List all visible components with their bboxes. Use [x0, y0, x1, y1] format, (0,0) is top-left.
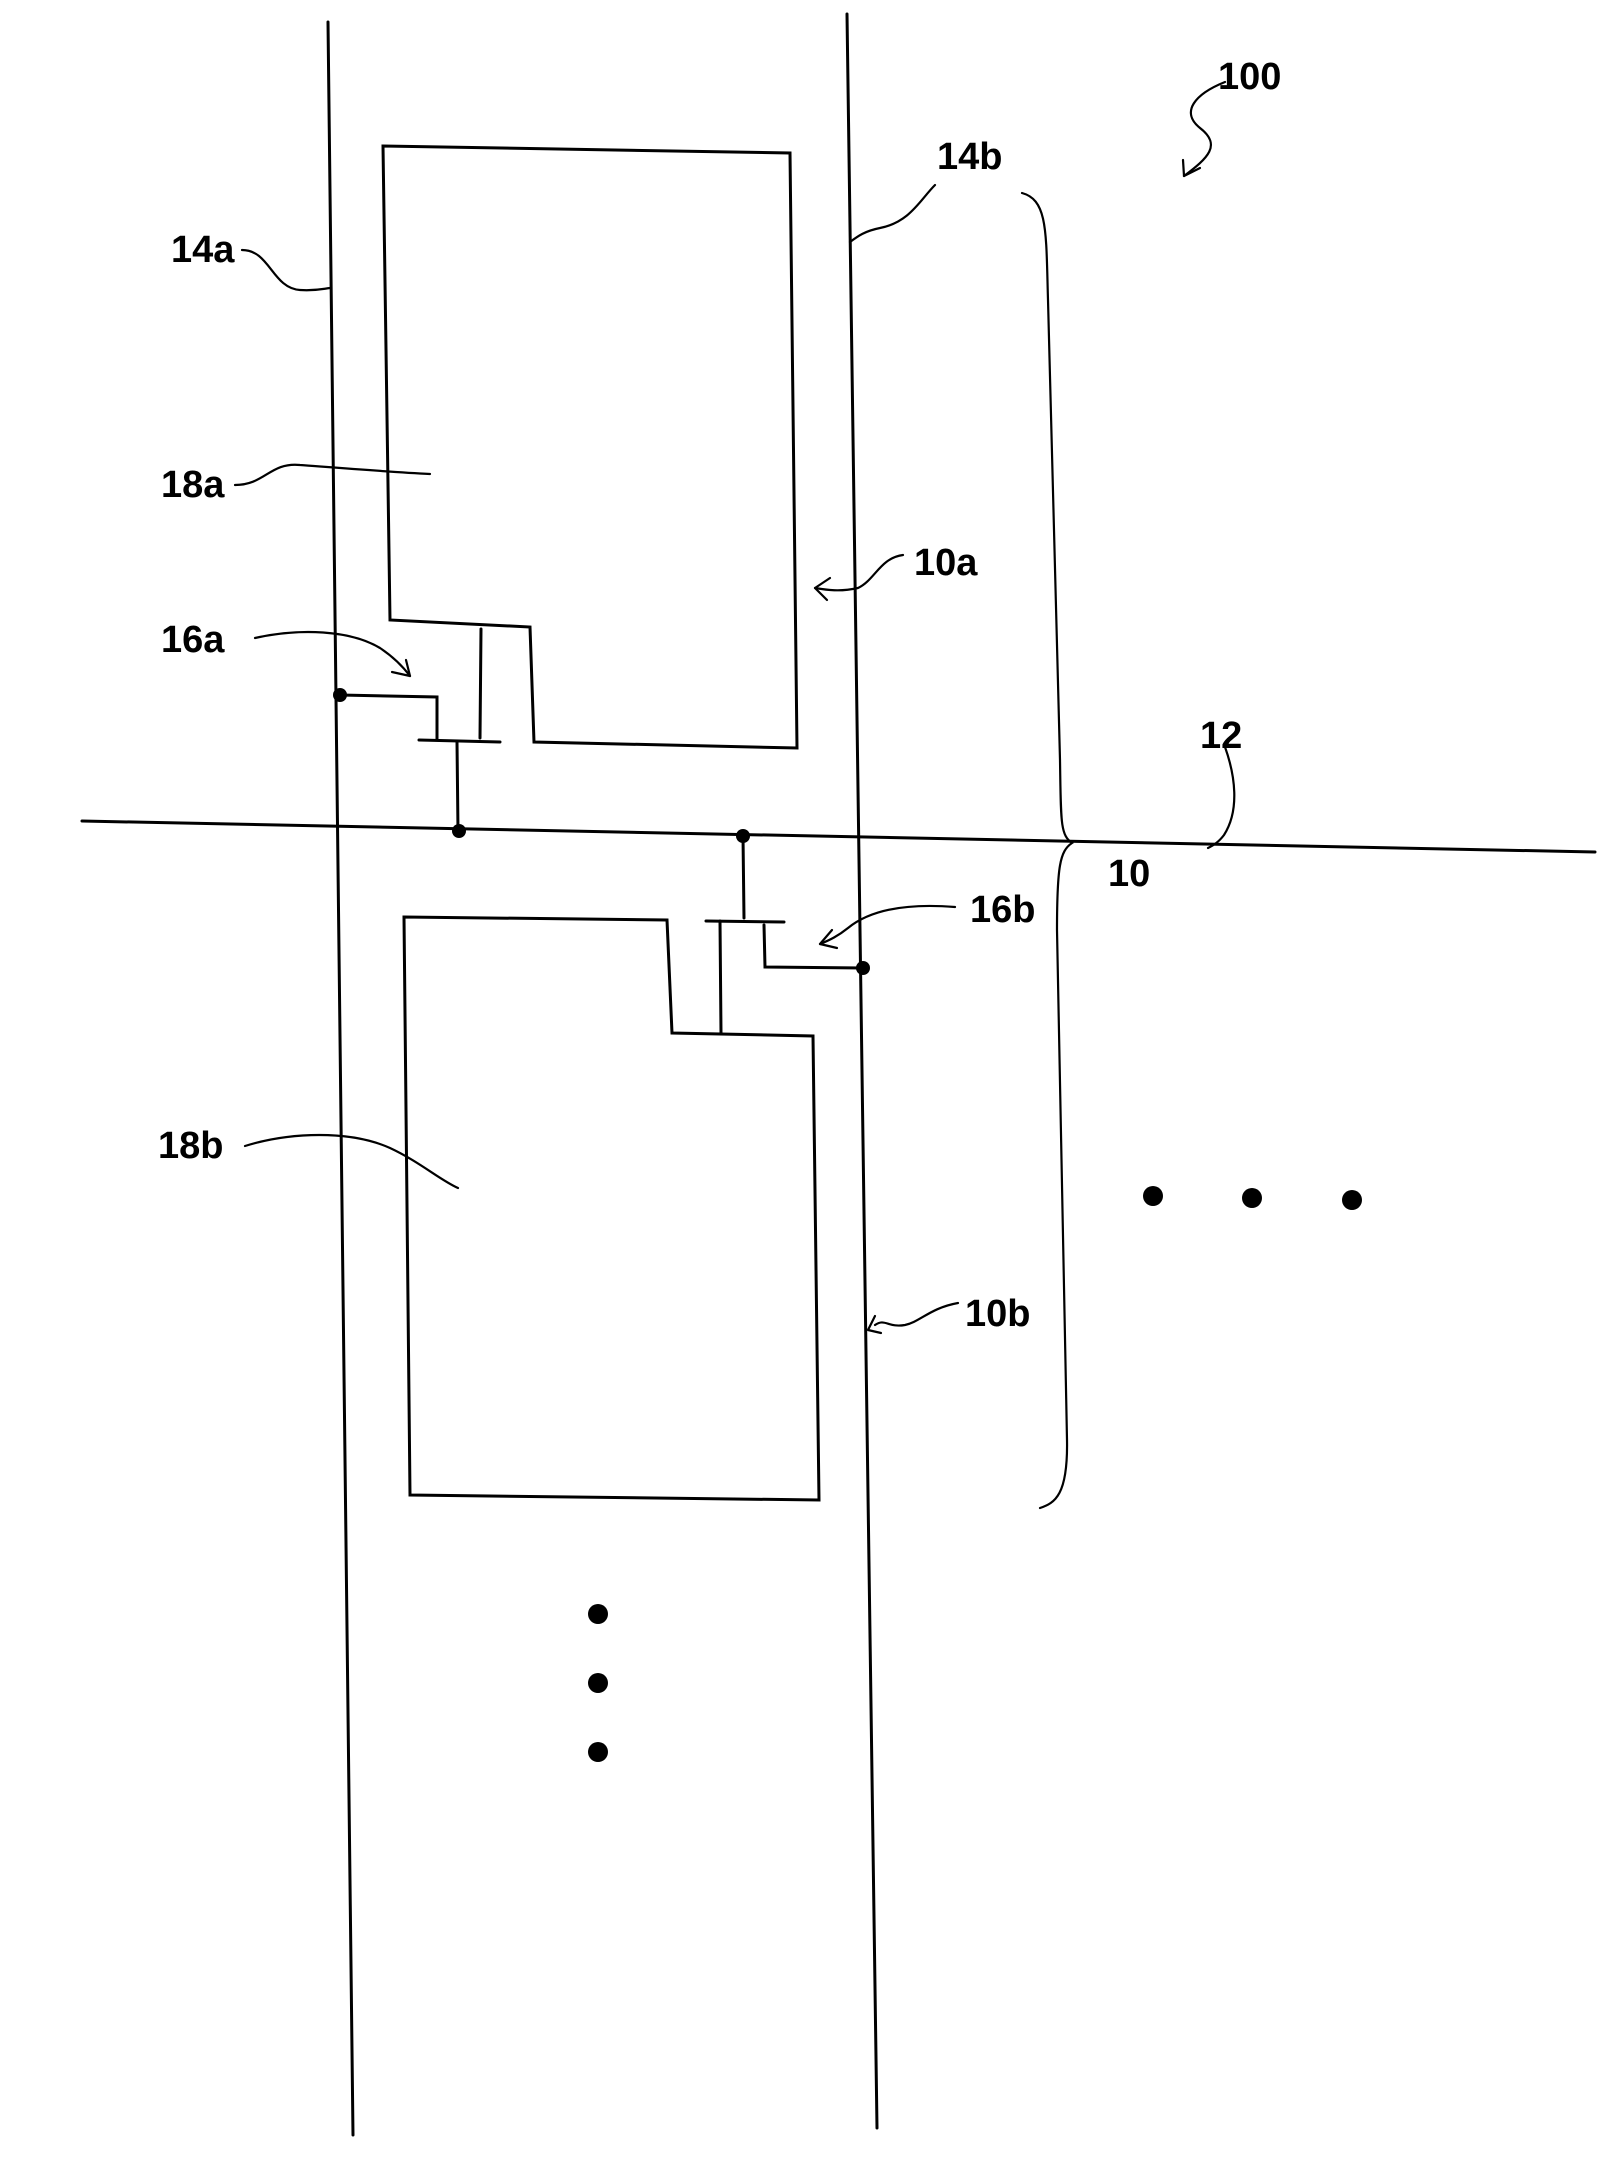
- label-18b: 18b: [158, 1125, 223, 1167]
- label-10b: 10b: [965, 1293, 1030, 1335]
- tft-16a: [333, 629, 500, 838]
- leader-14a: [242, 250, 330, 290]
- label-18a: 18a: [161, 464, 225, 506]
- leader-18b: [245, 1135, 458, 1188]
- label-14b: 14b: [937, 136, 1002, 178]
- label-10: 10: [1108, 853, 1150, 895]
- leader-16a: [255, 632, 410, 676]
- label-10a: 10a: [914, 542, 978, 584]
- continuation-dots-down: [588, 1604, 608, 1762]
- pixel-electrode-18a: [383, 146, 797, 748]
- label-16a: 16a: [161, 619, 225, 661]
- label-16b: 16b: [970, 889, 1035, 931]
- continuation-dots-right: [1143, 1186, 1362, 1210]
- gate-line-12: [82, 821, 1595, 852]
- leader-10a: [815, 555, 903, 590]
- label-100: 100: [1218, 56, 1281, 98]
- pixel-electrode-18b: [404, 917, 819, 1500]
- data-line-14a: [328, 22, 353, 2135]
- label-14a: 14a: [171, 229, 235, 271]
- arrow-16b: [820, 930, 837, 948]
- label-12: 12: [1200, 715, 1242, 757]
- leader-10b: [875, 1303, 958, 1326]
- leader-16b: [820, 906, 955, 944]
- data-line-14b: [847, 14, 877, 2128]
- leader-14b: [850, 185, 935, 242]
- leader-12: [1208, 747, 1234, 848]
